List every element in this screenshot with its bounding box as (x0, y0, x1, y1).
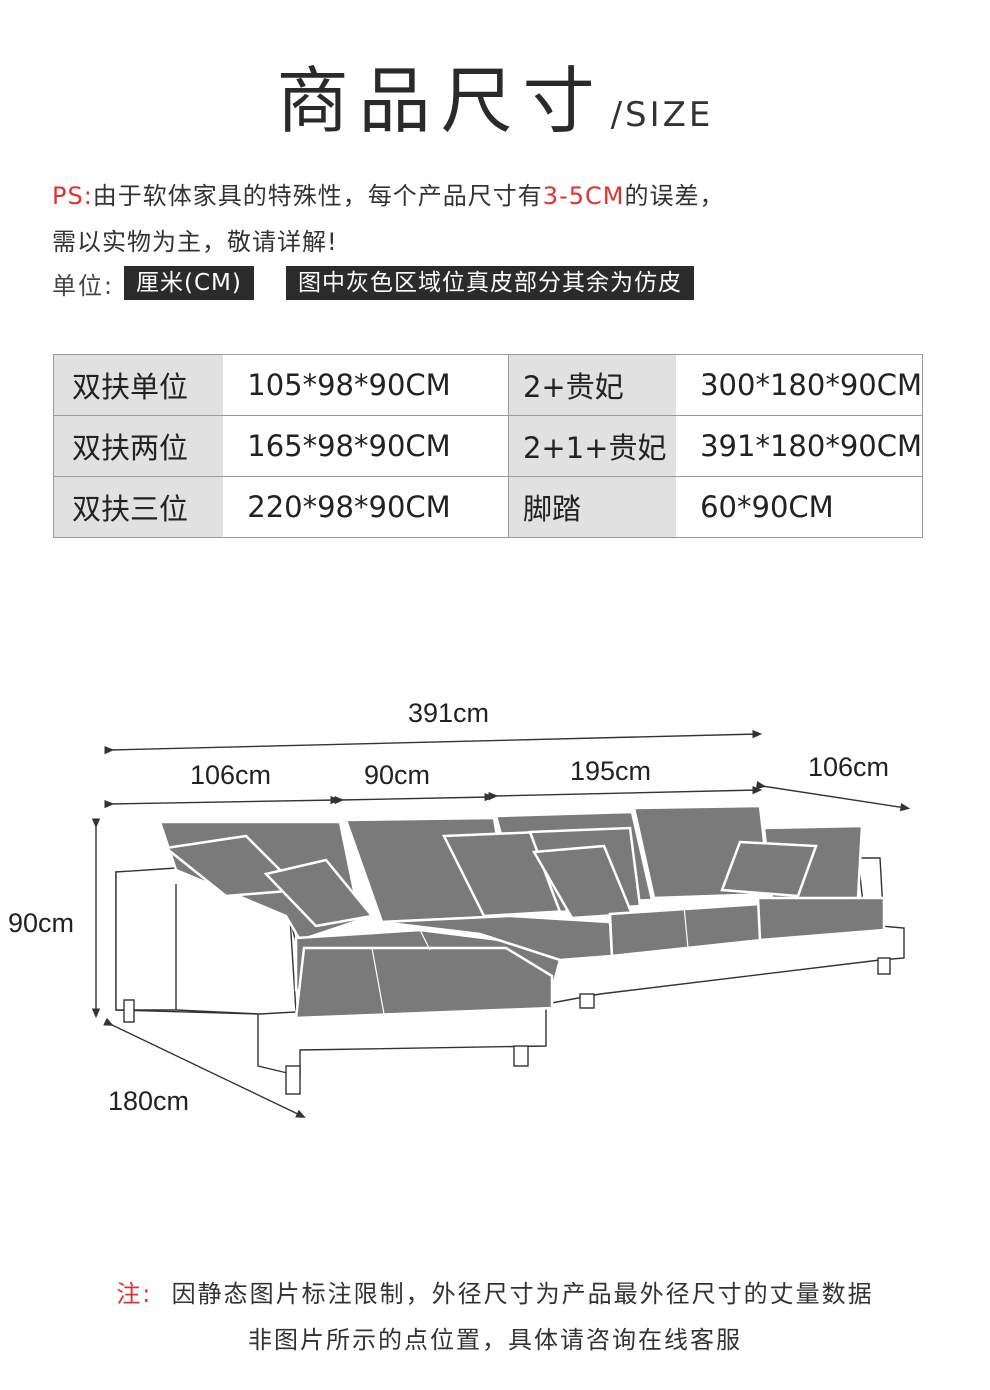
unit-label: 单位: (52, 272, 115, 300)
product-name: 双扶单位 (53, 354, 224, 416)
size-table: 双扶单位 105*98*90CM 2+贵妃 300*180*90CM 双扶两位 … (53, 354, 923, 538)
note-text-a: 由于软体家具的特殊性，每个产品尺寸有 (92, 182, 543, 210)
dim-line-depth (103, 1017, 306, 1118)
product-name: 双扶三位 (53, 476, 224, 538)
note-line-2: 需以实物为主，敬请详解! (52, 228, 338, 256)
dim-seg4: 106cm (808, 752, 890, 782)
tolerance-highlight: 3-5CM (542, 182, 625, 210)
throw-pillow (720, 840, 818, 898)
product-size: 391*180*90CM (676, 415, 923, 477)
footer-prefix: 注: (116, 1280, 153, 1308)
note-text-b: 的误差， (624, 182, 725, 210)
dim-line-total (104, 729, 763, 755)
chaise-cushion (294, 946, 554, 1020)
dim-line-seg4 (755, 781, 911, 812)
dim-depth: 180cm (108, 1086, 190, 1116)
product-size: 165*98*90CM (223, 415, 509, 477)
dim-line-seg1 (104, 795, 341, 809)
page-title: 商品尺寸/SIZE (0, 42, 990, 147)
product-name: 双扶两位 (53, 415, 224, 477)
dim-line-seg3 (488, 785, 763, 801)
dim-seg2: 90cm (364, 760, 431, 790)
dim-seg1: 106cm (190, 760, 272, 790)
title-cn: 商品尺寸 (276, 59, 605, 143)
product-name: 脚踏 (507, 476, 677, 538)
title-en: /SIZE (610, 95, 714, 135)
note-line-1: PS:由于软体家具的特殊性，每个产品尺寸有3-5CM的误差， (52, 176, 724, 211)
product-size: 105*98*90CM (223, 354, 509, 416)
table-row: 双扶单位 105*98*90CM 2+贵妃 300*180*90CM (53, 354, 923, 416)
dim-seg3: 195cm (570, 756, 652, 786)
product-name: 2+1+贵妃 (507, 415, 677, 477)
seat-cushion (756, 896, 886, 942)
table-row: 双扶三位 220*98*90CM 脚踏 60*90CM (53, 476, 923, 538)
table-row: 双扶两位 165*98*90CM 2+1+贵妃 391*180*90CM (53, 415, 923, 477)
product-size: 60*90CM (676, 476, 923, 538)
footer-line-2: 非图片所示的点位置，具体请咨询在线客服 (248, 1326, 742, 1354)
dim-line-seg2 (334, 792, 495, 805)
throw-pillow (263, 858, 375, 928)
dim-total-length: 391cm (408, 698, 490, 728)
footer-text-1: 因静态图片标注限制，外径尺寸为产品最外径尺寸的丈量数据 (171, 1280, 874, 1308)
product-size: 220*98*90CM (223, 476, 509, 538)
dim-height: 90cm (8, 908, 75, 938)
footer-line-1: 注: 因静态图片标注限制，外径尺寸为产品最外径尺寸的丈量数据 (0, 1274, 990, 1309)
material-tag: 图中灰色区域位真皮部分其余为仿皮 (286, 266, 694, 300)
unit-tag-cm: 厘米(CM) (124, 266, 254, 300)
ps-prefix: PS: (52, 182, 93, 210)
product-size: 300*180*90CM (676, 354, 923, 416)
sofa-diagram (91, 729, 911, 1118)
product-name: 2+贵妃 (507, 354, 677, 416)
